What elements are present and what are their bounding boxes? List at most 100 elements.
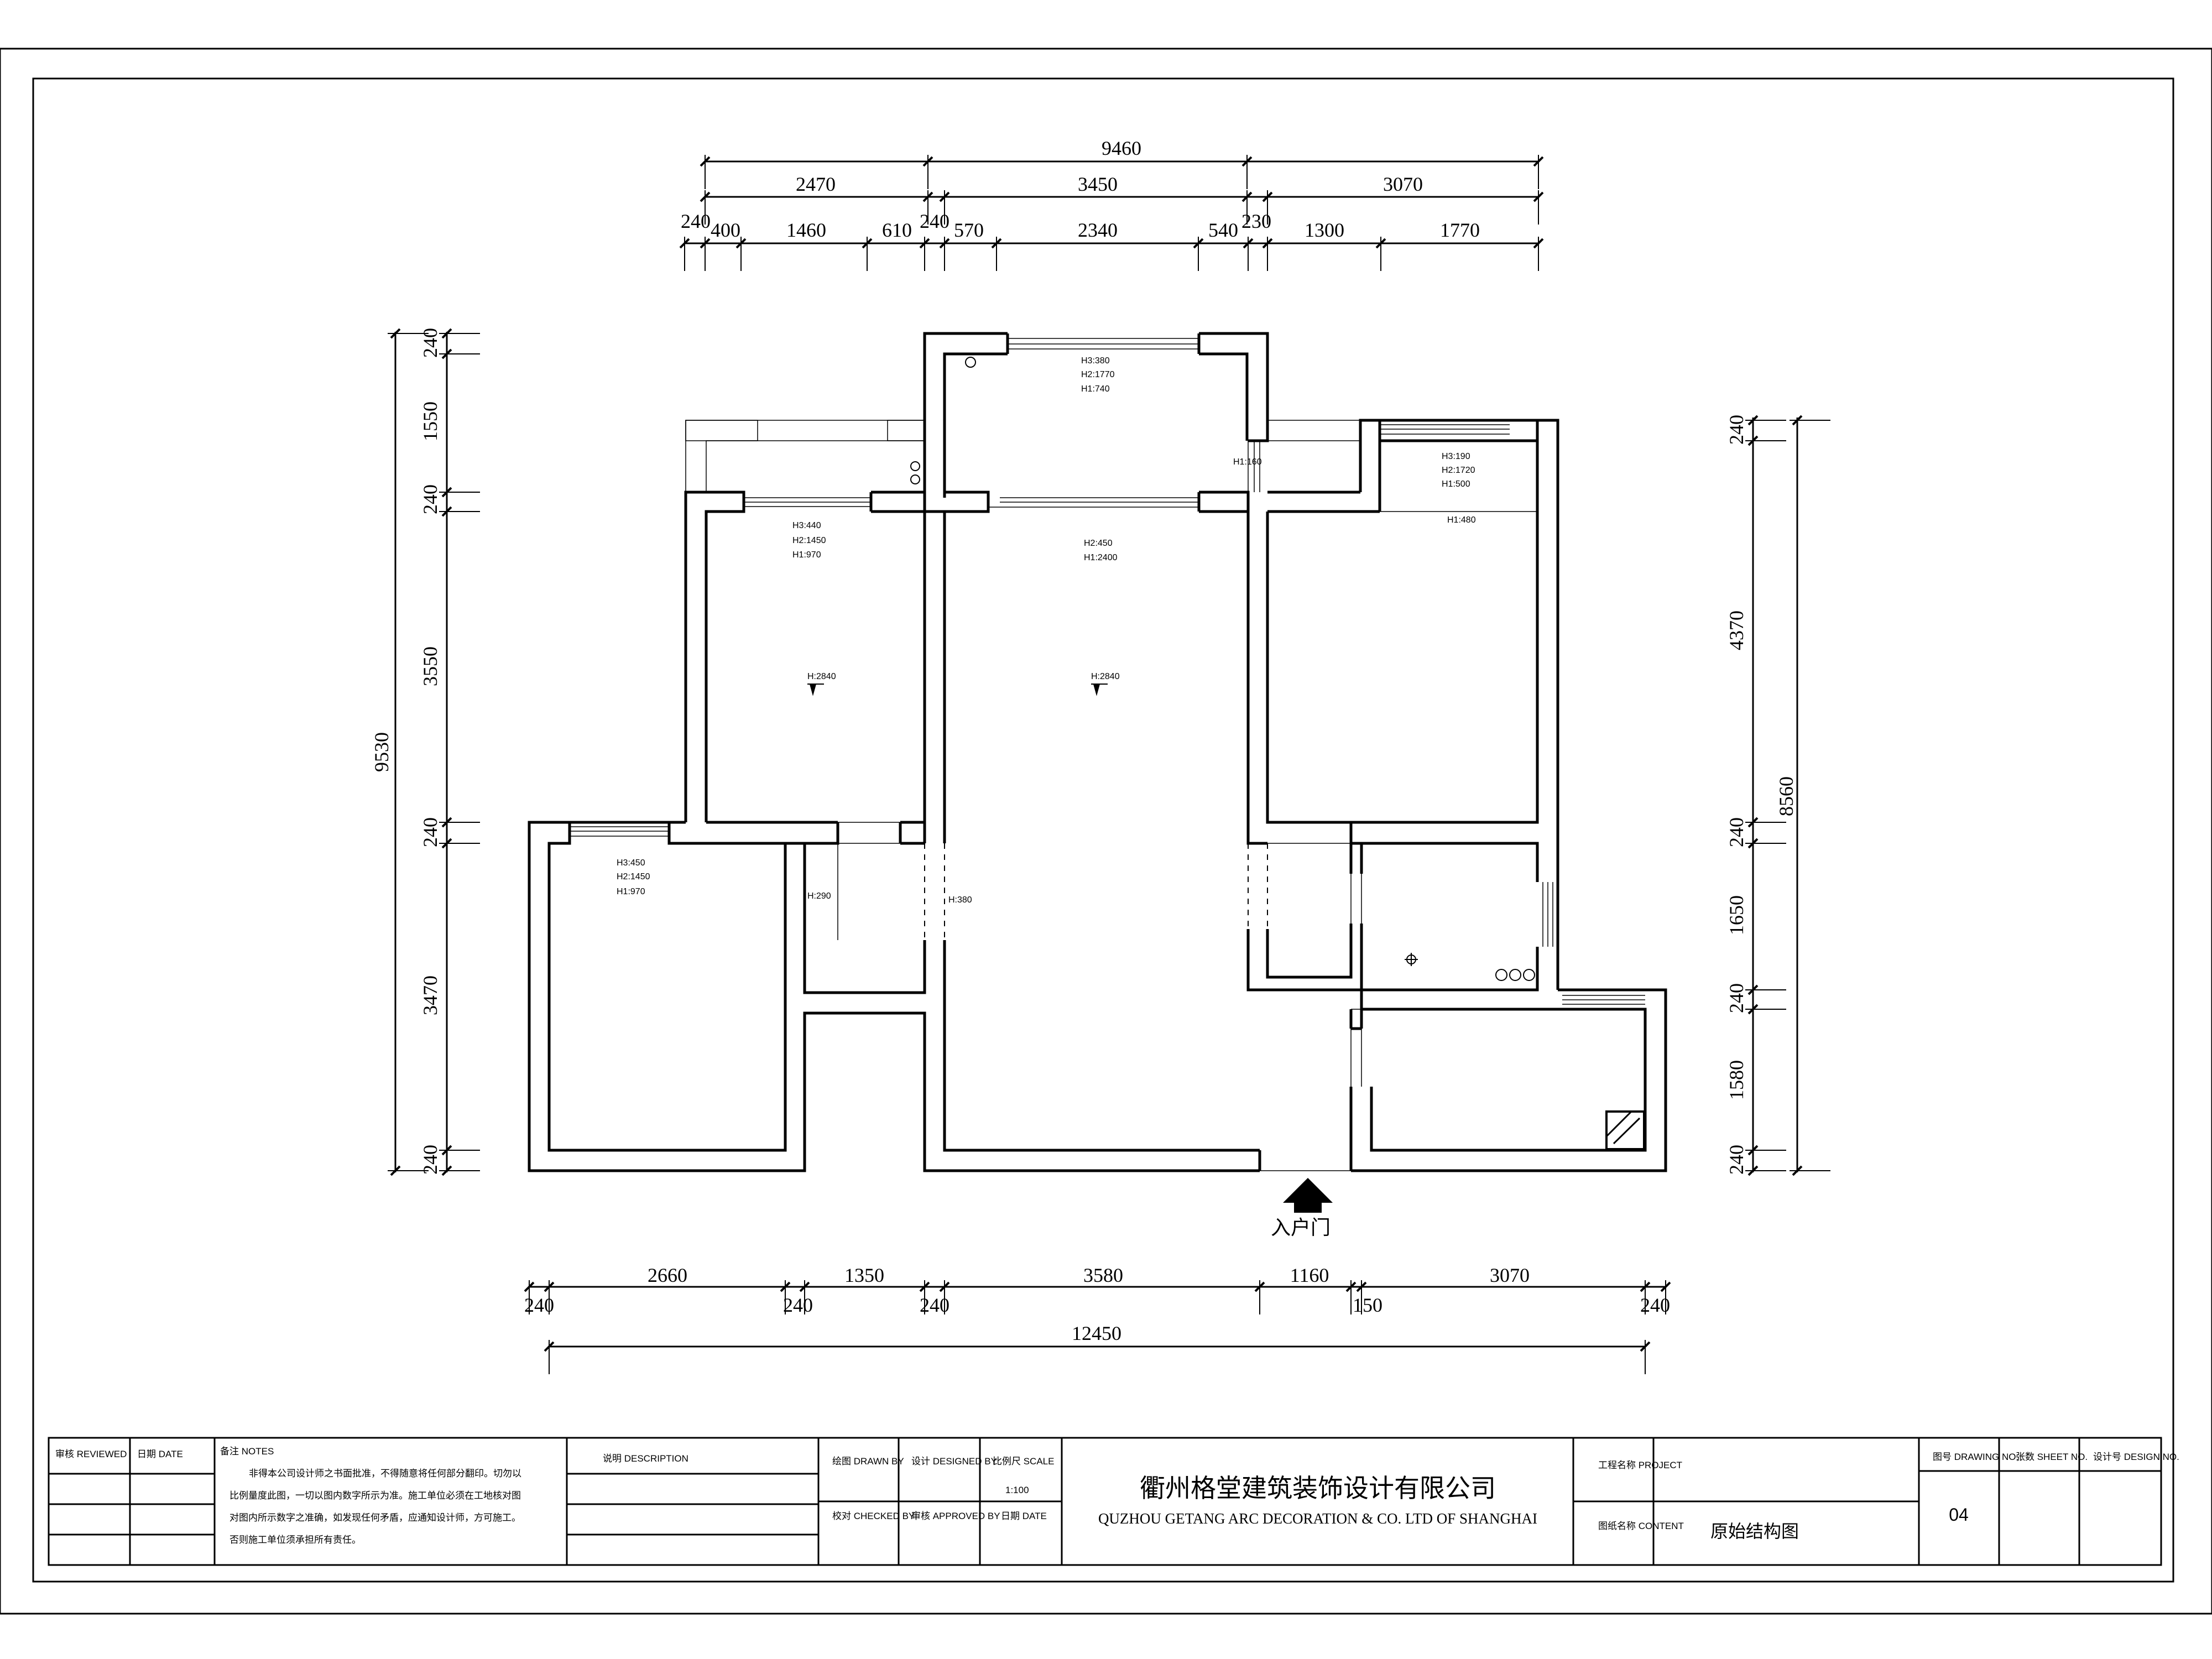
bed3-window-h1: H1:970	[617, 887, 645, 896]
tb-sheet-value: 04	[1949, 1505, 1969, 1525]
tb-sheet-label: 张数 SHEET NO.	[2016, 1452, 2088, 1462]
balcony-door-height: H1:160	[1233, 457, 1262, 467]
level-marker-icon	[807, 684, 1108, 696]
tb-notes-line-2: 比例量度此图，一切以图内数字所示为准。施工单位必须在工地核对图	[229, 1490, 521, 1501]
bottom-dim-5: 3070	[1490, 1264, 1530, 1286]
tb-design-no-label: 设计号 DESIGN NO.	[2093, 1452, 2179, 1462]
left-detail-dim-5: 240	[419, 817, 441, 847]
bottom-dimensions	[524, 1280, 1671, 1374]
tb-date2-label: 日期 DATE	[1001, 1511, 1047, 1521]
tb-company-cn: 衢州格堂建筑装饰设计有限公司	[1140, 1473, 1496, 1503]
tb-description-label: 说明 DESCRIPTION	[603, 1453, 688, 1464]
drain-icon	[910, 461, 920, 471]
left-total-dim: 9530	[371, 732, 393, 772]
title-block	[48, 1437, 2162, 1566]
windows	[570, 338, 1645, 1171]
bed3-window-h2: H2:1450	[617, 872, 650, 881]
balcony-window-h1: H1:740	[1081, 384, 1110, 394]
ceiling-height-bed1: H:2840	[807, 672, 836, 681]
bottom-wall-dim-2: 240	[783, 1294, 813, 1316]
right-detail-dim-7: 240	[1725, 1145, 1747, 1175]
outer-border	[0, 48, 2212, 1615]
bottom-wall-dim-5: 240	[1640, 1294, 1670, 1316]
bed1-window-h2: H2:1450	[792, 536, 826, 545]
top-detail-dim-4: 610	[882, 219, 912, 241]
tb-drawn-label: 绘图 DRAWN BY	[832, 1456, 904, 1467]
bed2-window-h2: H2:1720	[1442, 466, 1475, 475]
right-dimensions	[1745, 415, 1830, 1176]
tb-company-en: QUZHOU GETANG ARC DECORATION & CO. LTD O…	[1098, 1510, 1537, 1527]
right-detail-dim-3: 240	[1725, 817, 1747, 847]
balcony-window-h3: H3:380	[1081, 356, 1110, 366]
top-detail-dim-7: 2340	[1078, 219, 1118, 241]
top-detail-dim-6: 570	[954, 219, 984, 241]
bottom-wall-dim-1: 240	[524, 1294, 554, 1316]
drain-icon	[910, 474, 920, 484]
tb-reviewed-label: 审核 REVIEWED	[55, 1449, 127, 1459]
right-total-dim: 8560	[1775, 776, 1797, 816]
top-dimensions	[679, 155, 1544, 271]
tb-scale-label: 比例尺 SCALE	[993, 1456, 1054, 1467]
tb-notes-line-4: 否则施工单位须承担所有责任。	[229, 1535, 361, 1545]
pipe-icon	[1523, 969, 1535, 981]
tb-project-label: 工程名称 PROJECT	[1598, 1460, 1682, 1470]
bottom-dim-3: 3580	[1083, 1264, 1123, 1286]
pipe-icon	[1509, 969, 1521, 981]
tb-drawing-title: 原始结构图	[1710, 1521, 1799, 1542]
tb-scale-value: 1:100	[1005, 1485, 1029, 1495]
ceiling-height-living: H:2840	[1091, 672, 1120, 681]
living-window-h2: H2:450	[1084, 539, 1113, 548]
bed1-window-h3: H3:440	[792, 521, 821, 530]
top-detail-dim-3: 1460	[786, 219, 826, 241]
tb-notes-line-3: 对图内所示数字之准确，如发现任何矛盾，应通知设计师，方可施工。	[229, 1512, 521, 1523]
tb-notes-line-1: 非得本公司设计师之书面批准，不得随意将任何部分翻印。切勿以	[249, 1468, 521, 1479]
drain-icon	[965, 357, 976, 368]
top-total-dim: 9460	[1102, 137, 1141, 159]
bed2-beam-height: H1:480	[1447, 515, 1476, 525]
right-detail-dim-2: 4370	[1725, 611, 1747, 650]
balcony-window-h2: H2:1770	[1081, 370, 1115, 379]
bottom-dim-1: 2660	[648, 1264, 687, 1286]
bottom-wall-dim-4: 150	[1353, 1294, 1383, 1316]
bed1-window-h1: H1:970	[792, 550, 821, 560]
bed2-window-h1: H1:500	[1442, 479, 1470, 489]
left-detail-dim-7: 240	[419, 1145, 441, 1175]
bottom-dim-4: 1160	[1290, 1264, 1329, 1286]
inner-border	[32, 77, 2174, 1583]
left-detail-dim-6: 3470	[419, 975, 441, 1015]
living-beam-height: H:380	[948, 895, 972, 905]
flue-icon	[1605, 1110, 1645, 1150]
pipe-icon	[1495, 969, 1507, 981]
bed3-window-h3: H3:450	[617, 858, 645, 868]
top-mid-dim-1: 2470	[796, 173, 836, 195]
left-detail-dim-2: 1550	[419, 401, 441, 441]
left-detail-dim-1: 240	[419, 328, 441, 358]
bottom-dim-2: 1350	[844, 1264, 884, 1286]
fixtures	[910, 357, 1645, 1150]
left-detail-dim-4: 3550	[419, 646, 441, 686]
tb-check-label: 校对 CHECKED BY	[832, 1511, 915, 1521]
left-dimensions	[388, 328, 480, 1176]
right-detail-dim-6: 1580	[1725, 1060, 1747, 1100]
tb-drawing-no-label: 图号 DRAWING NO.	[1933, 1452, 2018, 1462]
corridor-beam-height: H:290	[807, 891, 831, 901]
right-detail-dim-5: 240	[1725, 983, 1747, 1013]
bed2-window-h3: H3:190	[1442, 452, 1470, 461]
top-mid-dim-2: 3450	[1078, 173, 1118, 195]
top-mid-dim-3: 3070	[1383, 173, 1423, 195]
tb-date-label: 日期 DATE	[137, 1449, 183, 1459]
top-detail-dim-2: 400	[711, 219, 740, 241]
top-detail-dim-5: 240	[920, 210, 950, 232]
top-detail-dim-9: 230	[1241, 210, 1271, 232]
top-detail-dim-1: 240	[681, 210, 711, 232]
right-detail-dim-1: 240	[1725, 415, 1747, 445]
bottom-total-dim: 12450	[1072, 1322, 1121, 1344]
tb-notes-label: 备注 NOTES	[220, 1446, 274, 1457]
tb-drawing-name-label: 图纸名称 CONTENT	[1598, 1521, 1684, 1531]
tb-approved-label: 审核 APPROVED BY	[911, 1511, 1000, 1521]
right-detail-dim-4: 1650	[1725, 895, 1747, 935]
tb-design-label: 设计 DESIGNED BY	[911, 1456, 997, 1467]
top-detail-dim-8: 540	[1208, 219, 1238, 241]
entry-arrow-icon	[1283, 1178, 1333, 1213]
